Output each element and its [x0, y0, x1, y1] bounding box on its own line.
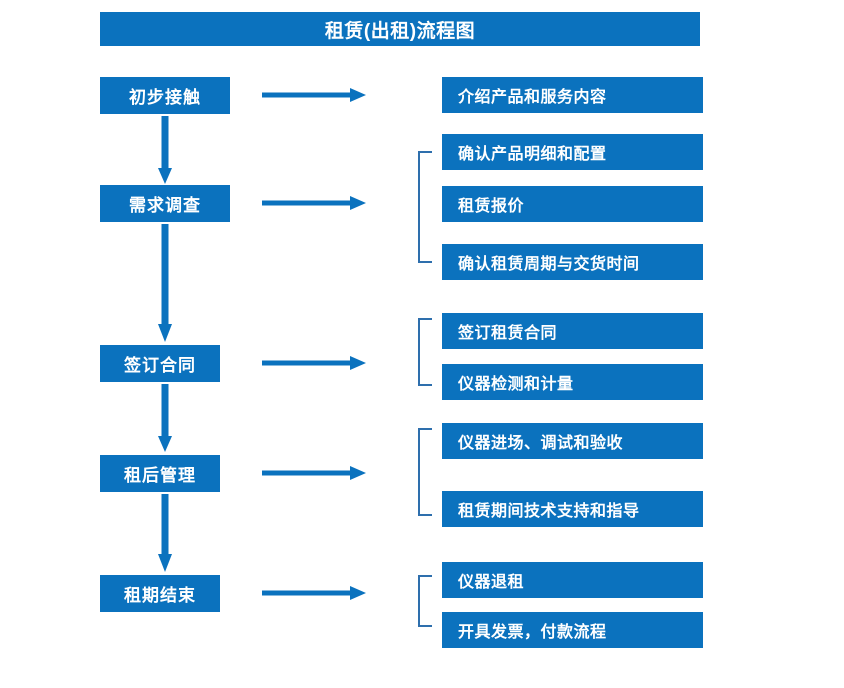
stage-box-4[interactable]: 租后管理 — [100, 455, 220, 492]
stage-box-2[interactable]: 需求调查 — [100, 185, 230, 222]
arrow-right-icon-5 — [262, 586, 366, 600]
arrow-down-icon-1 — [158, 116, 172, 184]
arrow-right-icon-3 — [262, 356, 366, 370]
detail-box-8[interactable]: 租赁期间技术支持和指导 — [442, 491, 703, 527]
detail-box-5[interactable]: 签订租赁合同 — [442, 313, 703, 349]
arrow-right-icon-4 — [262, 466, 366, 480]
arrow-right-icon-2 — [262, 196, 366, 210]
detail-box-7[interactable]: 仪器进场、调试和验收 — [442, 423, 703, 459]
arrow-down-icon-3 — [158, 384, 172, 452]
detail-box-9[interactable]: 仪器退租 — [442, 562, 703, 598]
group-bracket-icon-4 — [418, 575, 432, 627]
stage-box-5[interactable]: 租期结束 — [100, 575, 220, 612]
detail-box-6[interactable]: 仪器检测和计量 — [442, 364, 703, 400]
arrow-down-icon-2 — [158, 224, 172, 342]
detail-box-4[interactable]: 确认租赁周期与交货时间 — [442, 244, 703, 280]
group-bracket-icon-1 — [418, 151, 432, 263]
detail-box-2[interactable]: 确认产品明细和配置 — [442, 134, 703, 170]
stage-box-1[interactable]: 初步接触 — [100, 77, 230, 114]
arrow-right-icon-1 — [262, 88, 366, 102]
detail-box-10[interactable]: 开具发票，付款流程 — [442, 612, 703, 648]
group-bracket-icon-3 — [418, 428, 432, 516]
detail-box-3[interactable]: 租赁报价 — [442, 186, 703, 222]
arrow-down-icon-4 — [158, 494, 172, 572]
group-bracket-icon-2 — [418, 318, 432, 386]
stage-box-3[interactable]: 签订合同 — [100, 345, 220, 382]
detail-box-1[interactable]: 介绍产品和服务内容 — [442, 77, 703, 113]
diagram-title: 租赁(出租)流程图 — [100, 12, 700, 46]
